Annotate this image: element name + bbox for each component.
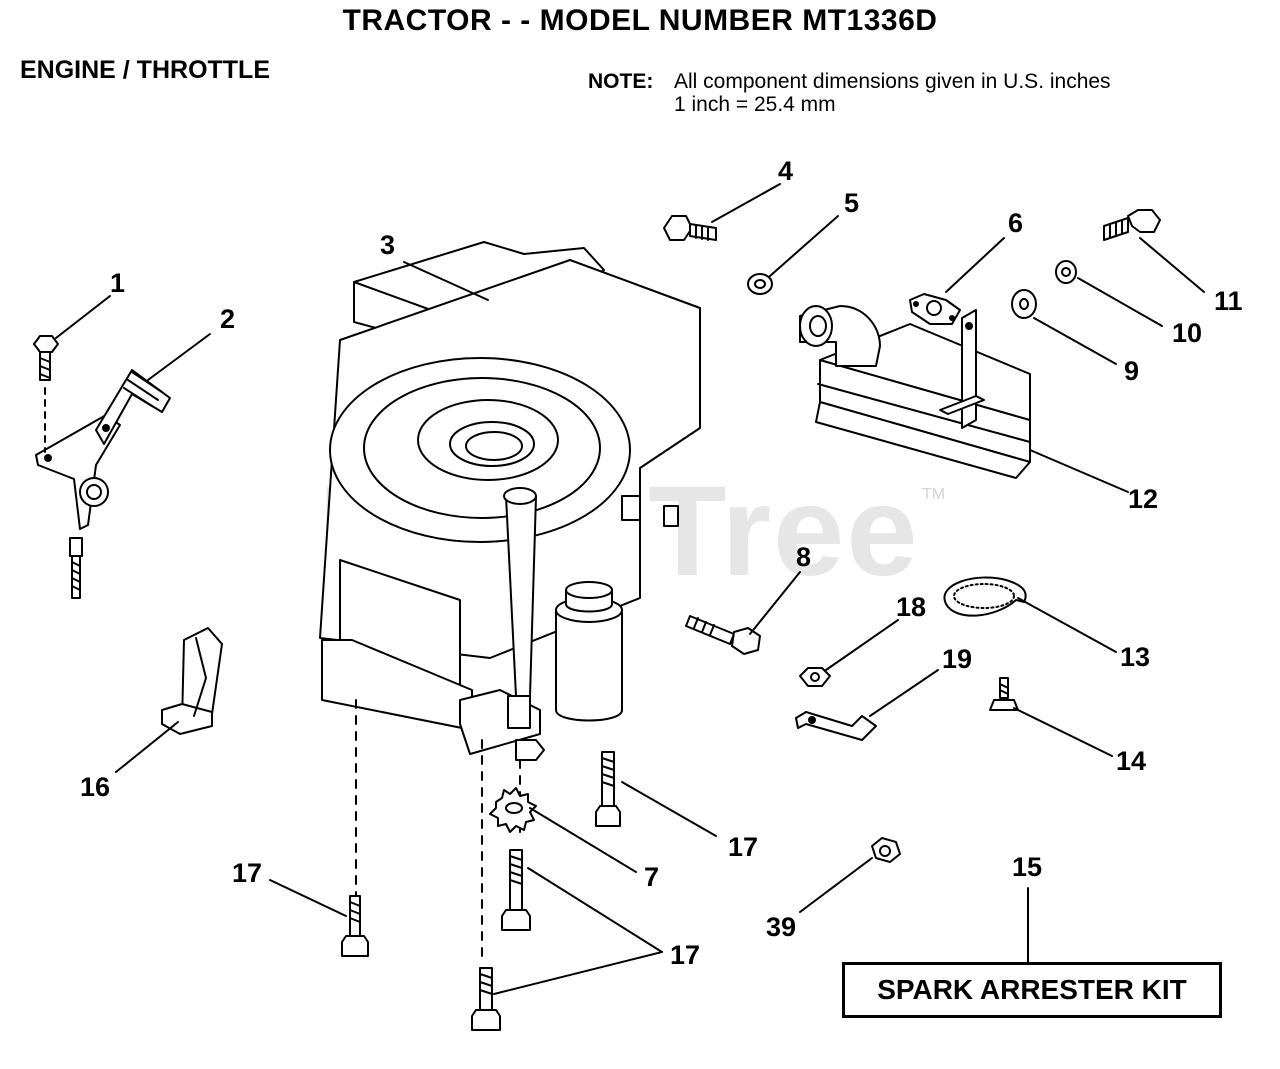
callout-9: 9 — [1124, 356, 1139, 386]
callout-19: 19 — [942, 644, 972, 674]
callout-16: 16 — [80, 772, 110, 802]
dimension-note: NOTE: All component dimensions given in U… — [588, 70, 1111, 116]
part-39-nut — [871, 837, 901, 863]
note-label: NOTE: — [588, 70, 654, 93]
callout-17-right: 17 — [728, 832, 758, 862]
part-14-screw — [989, 677, 1019, 711]
part-17-bolt-c — [471, 967, 501, 1031]
part-17-bolt-a — [341, 895, 369, 957]
part-5-lockwasher — [747, 273, 773, 295]
part-7-star-washer — [489, 787, 537, 833]
section-title: ENGINE / THROTTLE — [20, 56, 270, 84]
part-16-bracket — [161, 627, 223, 735]
callout-1: 1 — [110, 268, 125, 298]
leader-lines — [55, 183, 1205, 995]
part-4-bolt — [663, 215, 717, 241]
callout-7: 7 — [644, 862, 659, 892]
callout-17-left: 17 — [232, 858, 262, 888]
part-11-bolt — [1103, 209, 1161, 241]
part-13-spark-arrester-screen — [943, 576, 1027, 617]
part-18-nut — [799, 667, 831, 687]
callout-5: 5 — [844, 188, 859, 218]
note-line-2: 1 inch = 25.4 mm — [674, 93, 836, 116]
watermark-trademark: TM — [922, 486, 946, 503]
callout-17-bottom: 17 — [670, 940, 700, 970]
callout-10: 10 — [1172, 318, 1202, 348]
callout-12: 12 — [1128, 484, 1158, 514]
callout-2: 2 — [220, 304, 235, 334]
callout-3: 3 — [380, 230, 395, 260]
callout-14: 14 — [1116, 746, 1146, 776]
part-1-bolt — [33, 335, 59, 381]
callout-39: 39 — [766, 912, 796, 942]
callout-11: 11 — [1214, 286, 1243, 316]
part-8-bolt — [685, 615, 761, 655]
part-10-lockwasher — [1055, 260, 1077, 284]
callout-13: 13 — [1120, 642, 1150, 672]
part-2-throttle-control — [35, 369, 171, 599]
spark-arrester-kit-label: SPARK ARRESTER KIT — [842, 962, 1222, 1018]
part-12-muffler — [799, 305, 1031, 479]
callout-18: 18 — [896, 592, 926, 622]
callout-8: 8 — [796, 542, 811, 572]
part-17-bolt-b — [501, 849, 531, 931]
callout-4: 4 — [778, 156, 793, 186]
part-3-engine — [319, 241, 701, 961]
callout-6: 6 — [1008, 208, 1023, 238]
note-line-1: All component dimensions given in U.S. i… — [674, 70, 1111, 93]
diagram-title: TRACTOR - - MODEL NUMBER MT1336D — [342, 4, 938, 37]
part-19-clip — [795, 711, 877, 741]
part-6-gasket — [909, 293, 961, 325]
part-9-washer — [1011, 289, 1037, 319]
callout-15: 15 — [1012, 852, 1042, 882]
part-17-bolt-d — [595, 751, 621, 827]
